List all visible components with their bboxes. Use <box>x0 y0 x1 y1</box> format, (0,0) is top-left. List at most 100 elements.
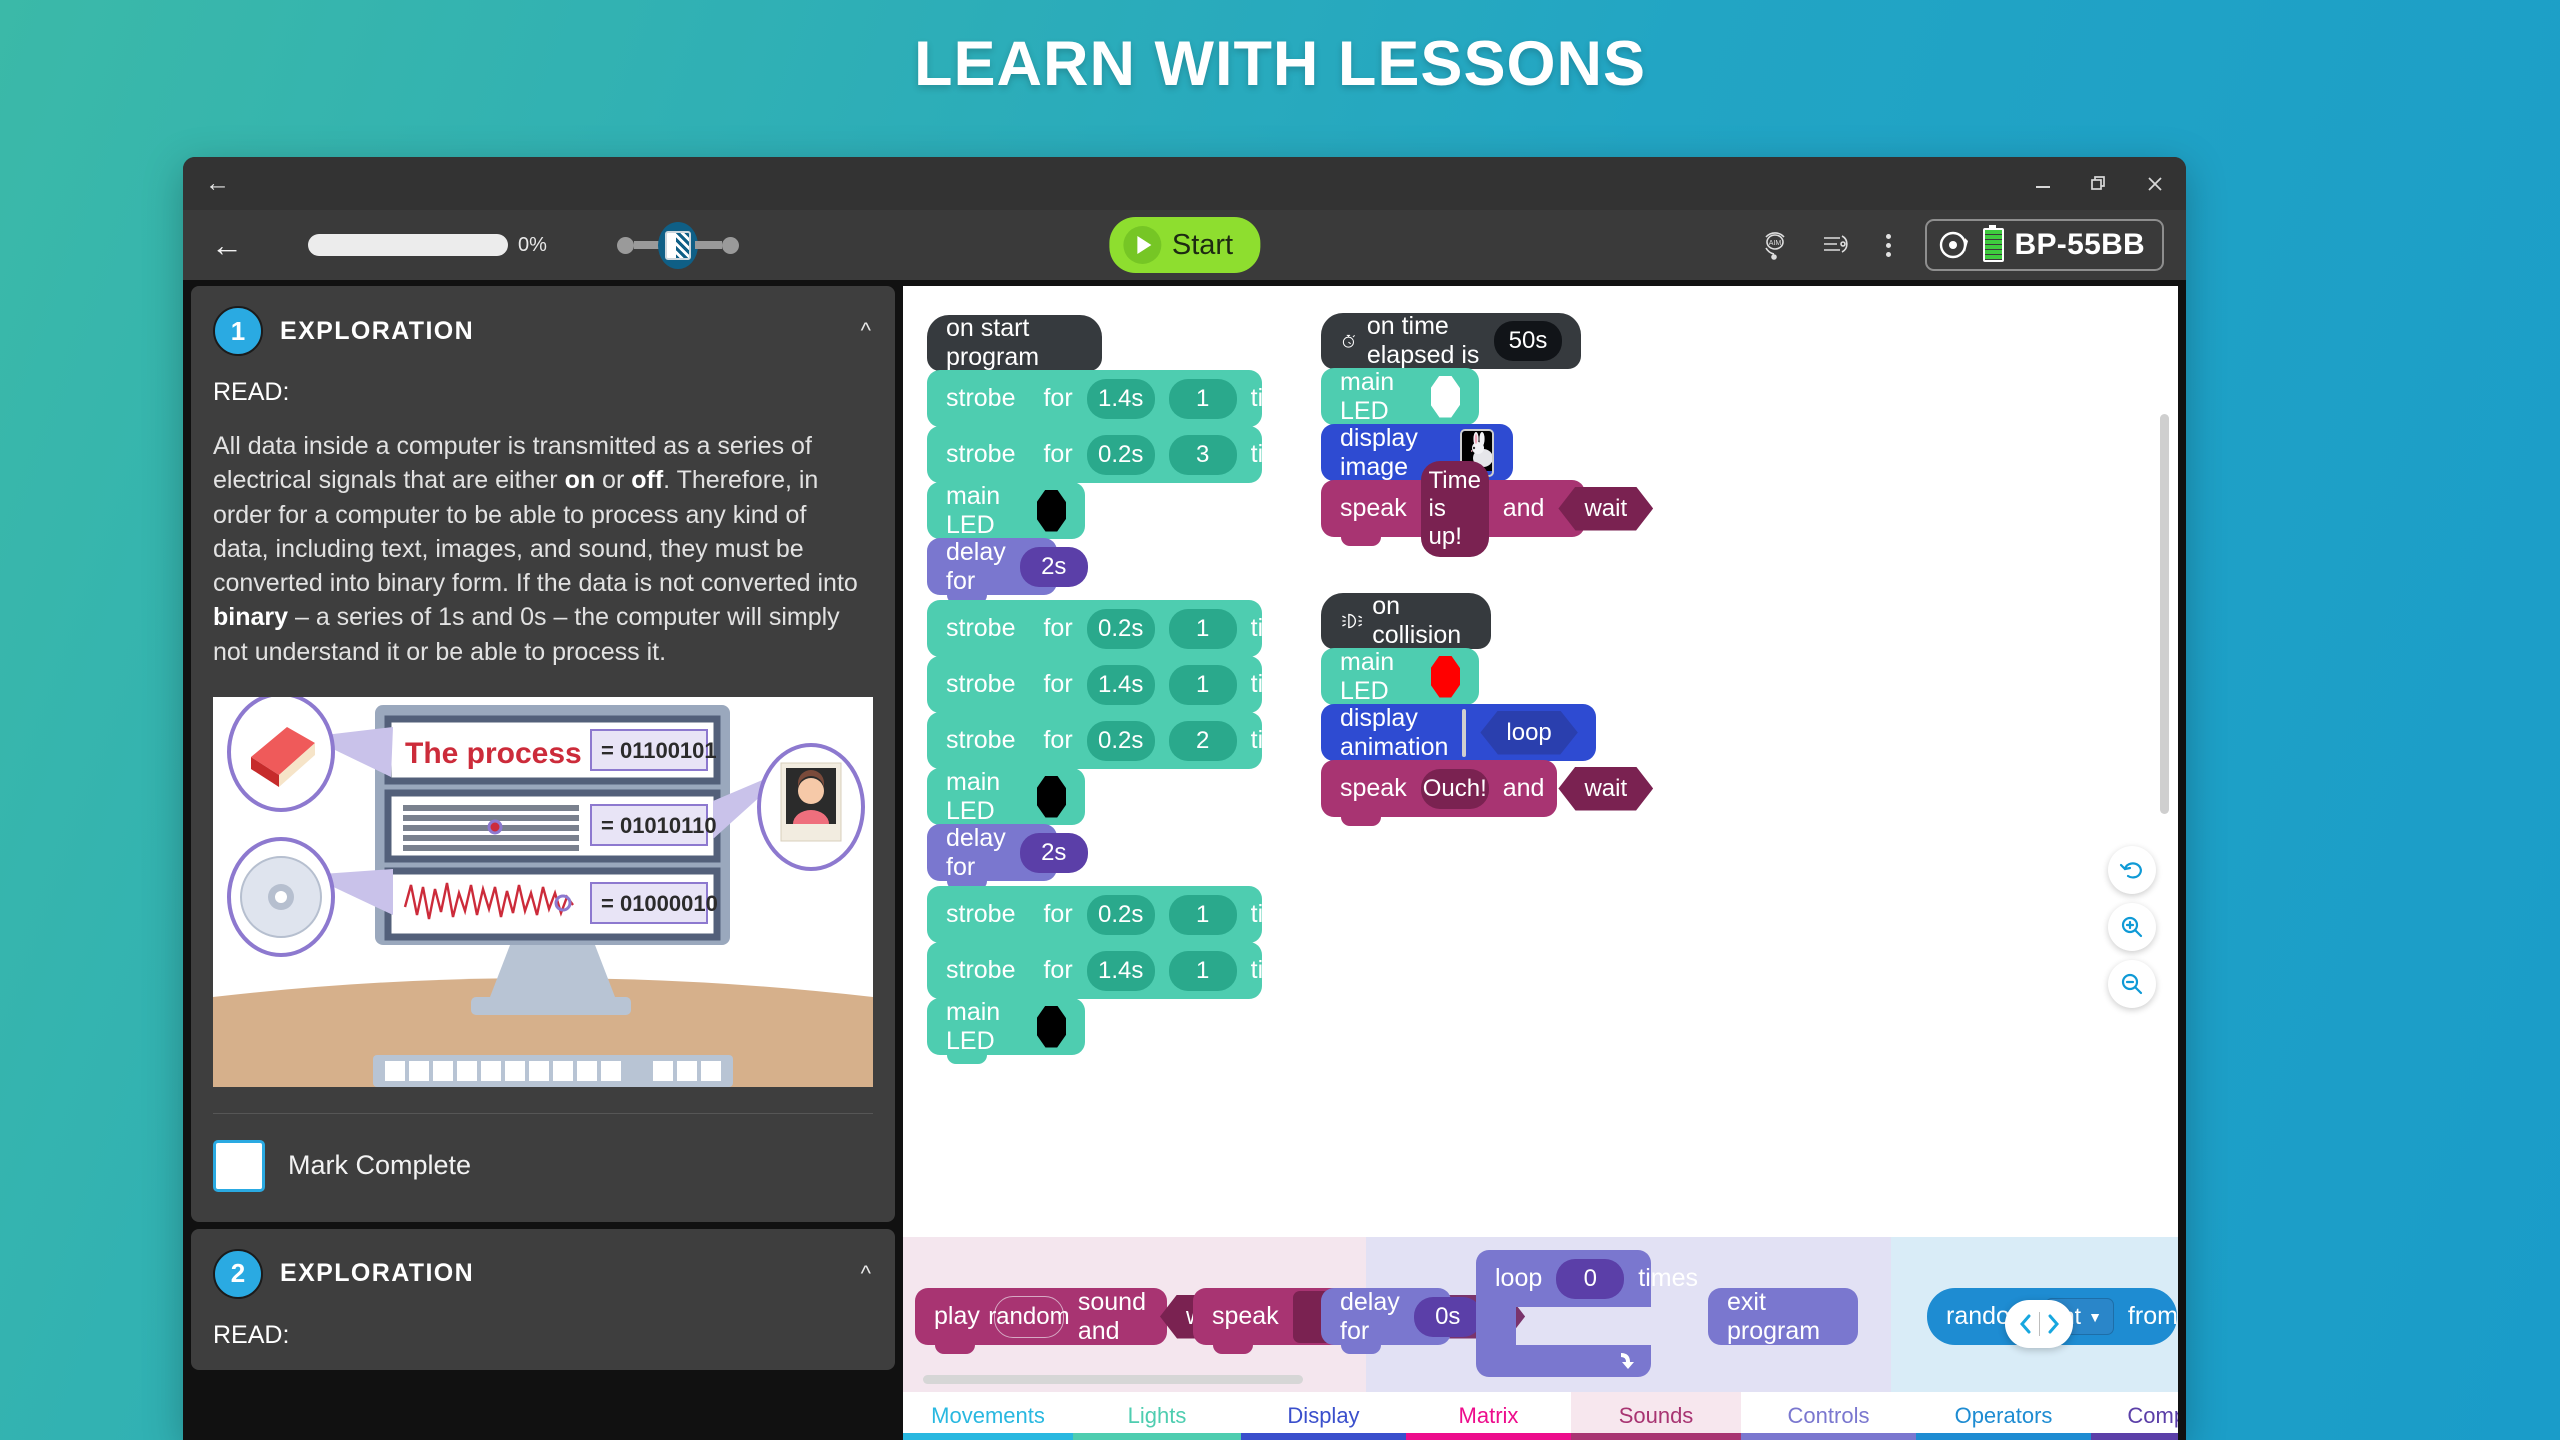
sound-field[interactable]: random <box>988 1295 1070 1338</box>
hat-on-start-program[interactable]: on start program <box>927 314 1102 380</box>
delay-field[interactable]: 0s <box>1413 1296 1482 1337</box>
mark-complete-row[interactable]: Mark Complete <box>191 1114 895 1222</box>
count-field[interactable]: 1 <box>1168 378 1237 419</box>
block-delay-for[interactable]: delay for 2s <box>927 538 1088 604</box>
duration-field[interactable]: 0.2s <box>1086 608 1155 649</box>
block-strobe[interactable]: strobe for 0.2s 1 times <box>927 600 1310 666</box>
color-swatch-icon[interactable] <box>1430 655 1460 698</box>
mark-complete-checkbox[interactable] <box>213 1139 265 1192</box>
speed-slider[interactable] <box>616 221 739 269</box>
lesson-sidebar[interactable]: 1 EXPLORATION ^ READ: All data inside a … <box>191 286 895 1440</box>
tuning-icon[interactable] <box>1818 228 1852 262</box>
delay-field[interactable]: 2s <box>1019 832 1088 873</box>
count-field[interactable]: 1 <box>1168 608 1237 649</box>
block-strobe[interactable]: strobe for 0.2s 1 times <box>927 886 1310 952</box>
count-field[interactable]: 1 <box>1168 664 1237 705</box>
block-strobe[interactable]: strobe for 0.2s 3 times <box>927 426 1310 492</box>
count-field[interactable]: 1 <box>1168 894 1237 935</box>
speed-slider-knob-icon[interactable] <box>657 221 698 269</box>
block-label: speak <box>1340 494 1407 522</box>
tab-comparators[interactable]: Comparators <box>2091 1392 2178 1440</box>
block-main-led[interactable]: main LED <box>927 768 1085 834</box>
restore-icon[interactable] <box>2086 171 2112 197</box>
block-strobe[interactable]: strobe for 1.4s 1 times <box>927 656 1310 722</box>
block-main-led[interactable]: main LED <box>1321 368 1479 434</box>
zoom-out-button[interactable] <box>2108 960 2156 1008</box>
count-field[interactable]: 2 <box>1168 720 1237 761</box>
undo-button[interactable] <box>2108 846 2156 894</box>
chevron-up-icon[interactable]: ^ <box>860 318 871 343</box>
duration-field[interactable]: 0.2s <box>1086 720 1155 761</box>
color-swatch-icon[interactable] <box>1036 775 1066 818</box>
block-speak[interactable]: speak Ouch! and wait <box>1321 760 1654 826</box>
wait-field[interactable]: wait <box>1558 486 1654 531</box>
count-field[interactable]: 3 <box>1168 434 1237 475</box>
close-icon[interactable] <box>2142 171 2168 197</box>
hat-on-time-elapsed[interactable]: on time elapsed is 50s <box>1321 312 1581 378</box>
tab-movements[interactable]: Movements <box>903 1392 1073 1440</box>
speak-text-field[interactable]: Time is up! <box>1420 460 1489 557</box>
arrow-left-icon[interactable]: ← <box>205 169 230 197</box>
block-strobe[interactable]: strobe for 1.4s 1 times <box>927 942 1310 1008</box>
duration-field[interactable]: 1.4s <box>1086 950 1155 991</box>
tab-matrix[interactable]: Matrix <box>1406 1392 1571 1440</box>
color-swatch-icon[interactable] <box>1430 375 1460 418</box>
minimize-icon[interactable] <box>2030 171 2056 197</box>
explosion-image-icon[interactable] <box>1462 708 1467 757</box>
color-swatch-icon[interactable] <box>1036 489 1066 532</box>
stack-on-start-program[interactable]: on start program strobe for 1.4s 1 times… <box>927 314 1310 1064</box>
lesson-2-read-label: READ: <box>213 1320 290 1349</box>
block-strobe[interactable]: strobe for 0.2s 2 times <box>927 712 1310 778</box>
tab-operators[interactable]: Operators <box>1916 1392 2091 1440</box>
palette-loop-times[interactable]: loop 0 times <box>1476 1250 1698 1377</box>
elapsed-field[interactable]: 50s <box>1494 321 1562 361</box>
palette-pager[interactable] <box>2005 1300 2073 1348</box>
duration-field[interactable]: 1.4s <box>1086 378 1155 419</box>
tab-display[interactable]: Display <box>1241 1392 1406 1440</box>
color-swatch-icon[interactable] <box>1036 1005 1066 1048</box>
block-palette[interactable]: play random sound and wait speak and wai… <box>903 1237 2178 1392</box>
stack-on-collision[interactable]: on collision main LED display animation <box>1321 592 1654 826</box>
palette-horizontal-scrollbar[interactable] <box>923 1375 1303 1384</box>
count-field[interactable]: 1 <box>1168 950 1237 991</box>
wait-field[interactable]: wait <box>1558 766 1654 811</box>
program-canvas[interactable]: on start program strobe for 1.4s 1 times… <box>903 286 2178 1440</box>
block-strobe[interactable]: strobe for 1.4s 1 times <box>927 370 1310 436</box>
duration-field[interactable]: 0.2s <box>1086 434 1155 475</box>
block-delay-for[interactable]: delay for 2s <box>927 824 1088 890</box>
palette-exit-program[interactable]: exit program <box>1708 1288 1858 1345</box>
body-part-2: or <box>595 466 632 495</box>
chevron-up-icon[interactable]: ^ <box>860 1260 871 1286</box>
loop-count-field[interactable]: 0 <box>1556 1258 1625 1299</box>
stack-on-time-elapsed[interactable]: on time elapsed is 50s main LED display … <box>1321 312 1654 557</box>
duration-field[interactable]: 0.2s <box>1086 894 1155 935</box>
block-main-led[interactable]: main LED <box>1321 648 1479 714</box>
lesson-2-header[interactable]: 2 EXPLORATION ^ <box>191 1229 895 1315</box>
tab-lights[interactable]: Lights <box>1073 1392 1241 1440</box>
tab-controls[interactable]: Controls <box>1741 1392 1916 1440</box>
more-vertical-icon[interactable] <box>1878 233 1899 257</box>
for-label: for <box>1043 900 1073 928</box>
aim-icon[interactable]: AIM <box>1758 228 1792 262</box>
canvas-vertical-scrollbar[interactable] <box>2160 414 2169 814</box>
start-button[interactable]: Start <box>1108 217 1261 273</box>
tab-sounds[interactable]: Sounds <box>1571 1392 1741 1440</box>
speak-text-field[interactable]: Ouch! <box>1420 768 1489 809</box>
block-display-animation[interactable]: display animation loop <box>1321 704 1596 770</box>
block-main-led[interactable]: main LED <box>927 482 1085 548</box>
window-controls <box>2030 157 2168 210</box>
device-chip[interactable]: BP-55BB <box>1924 219 2164 271</box>
block-speak[interactable]: speak Time is up! and wait <box>1321 460 1654 557</box>
block-main-led[interactable]: main LED <box>927 998 1085 1064</box>
category-tabbar[interactable]: Movements Lights Display Matrix <box>903 1392 2178 1440</box>
loop-field[interactable]: loop <box>1480 710 1578 755</box>
progress-bar[interactable] <box>308 234 508 256</box>
zoom-in-button[interactable] <box>2108 903 2156 951</box>
hat-on-collision[interactable]: on collision <box>1321 592 1491 658</box>
delay-field[interactable]: 2s <box>1019 546 1088 587</box>
palette-play-random-sound[interactable]: play random sound and wait <box>915 1288 1255 1354</box>
lesson-1-header[interactable]: 1 EXPLORATION ^ <box>191 286 895 372</box>
palette-delay-for[interactable]: delay for 0s <box>1321 1288 1482 1354</box>
duration-field[interactable]: 1.4s <box>1086 664 1155 705</box>
back-button[interactable]: ← <box>211 227 243 263</box>
